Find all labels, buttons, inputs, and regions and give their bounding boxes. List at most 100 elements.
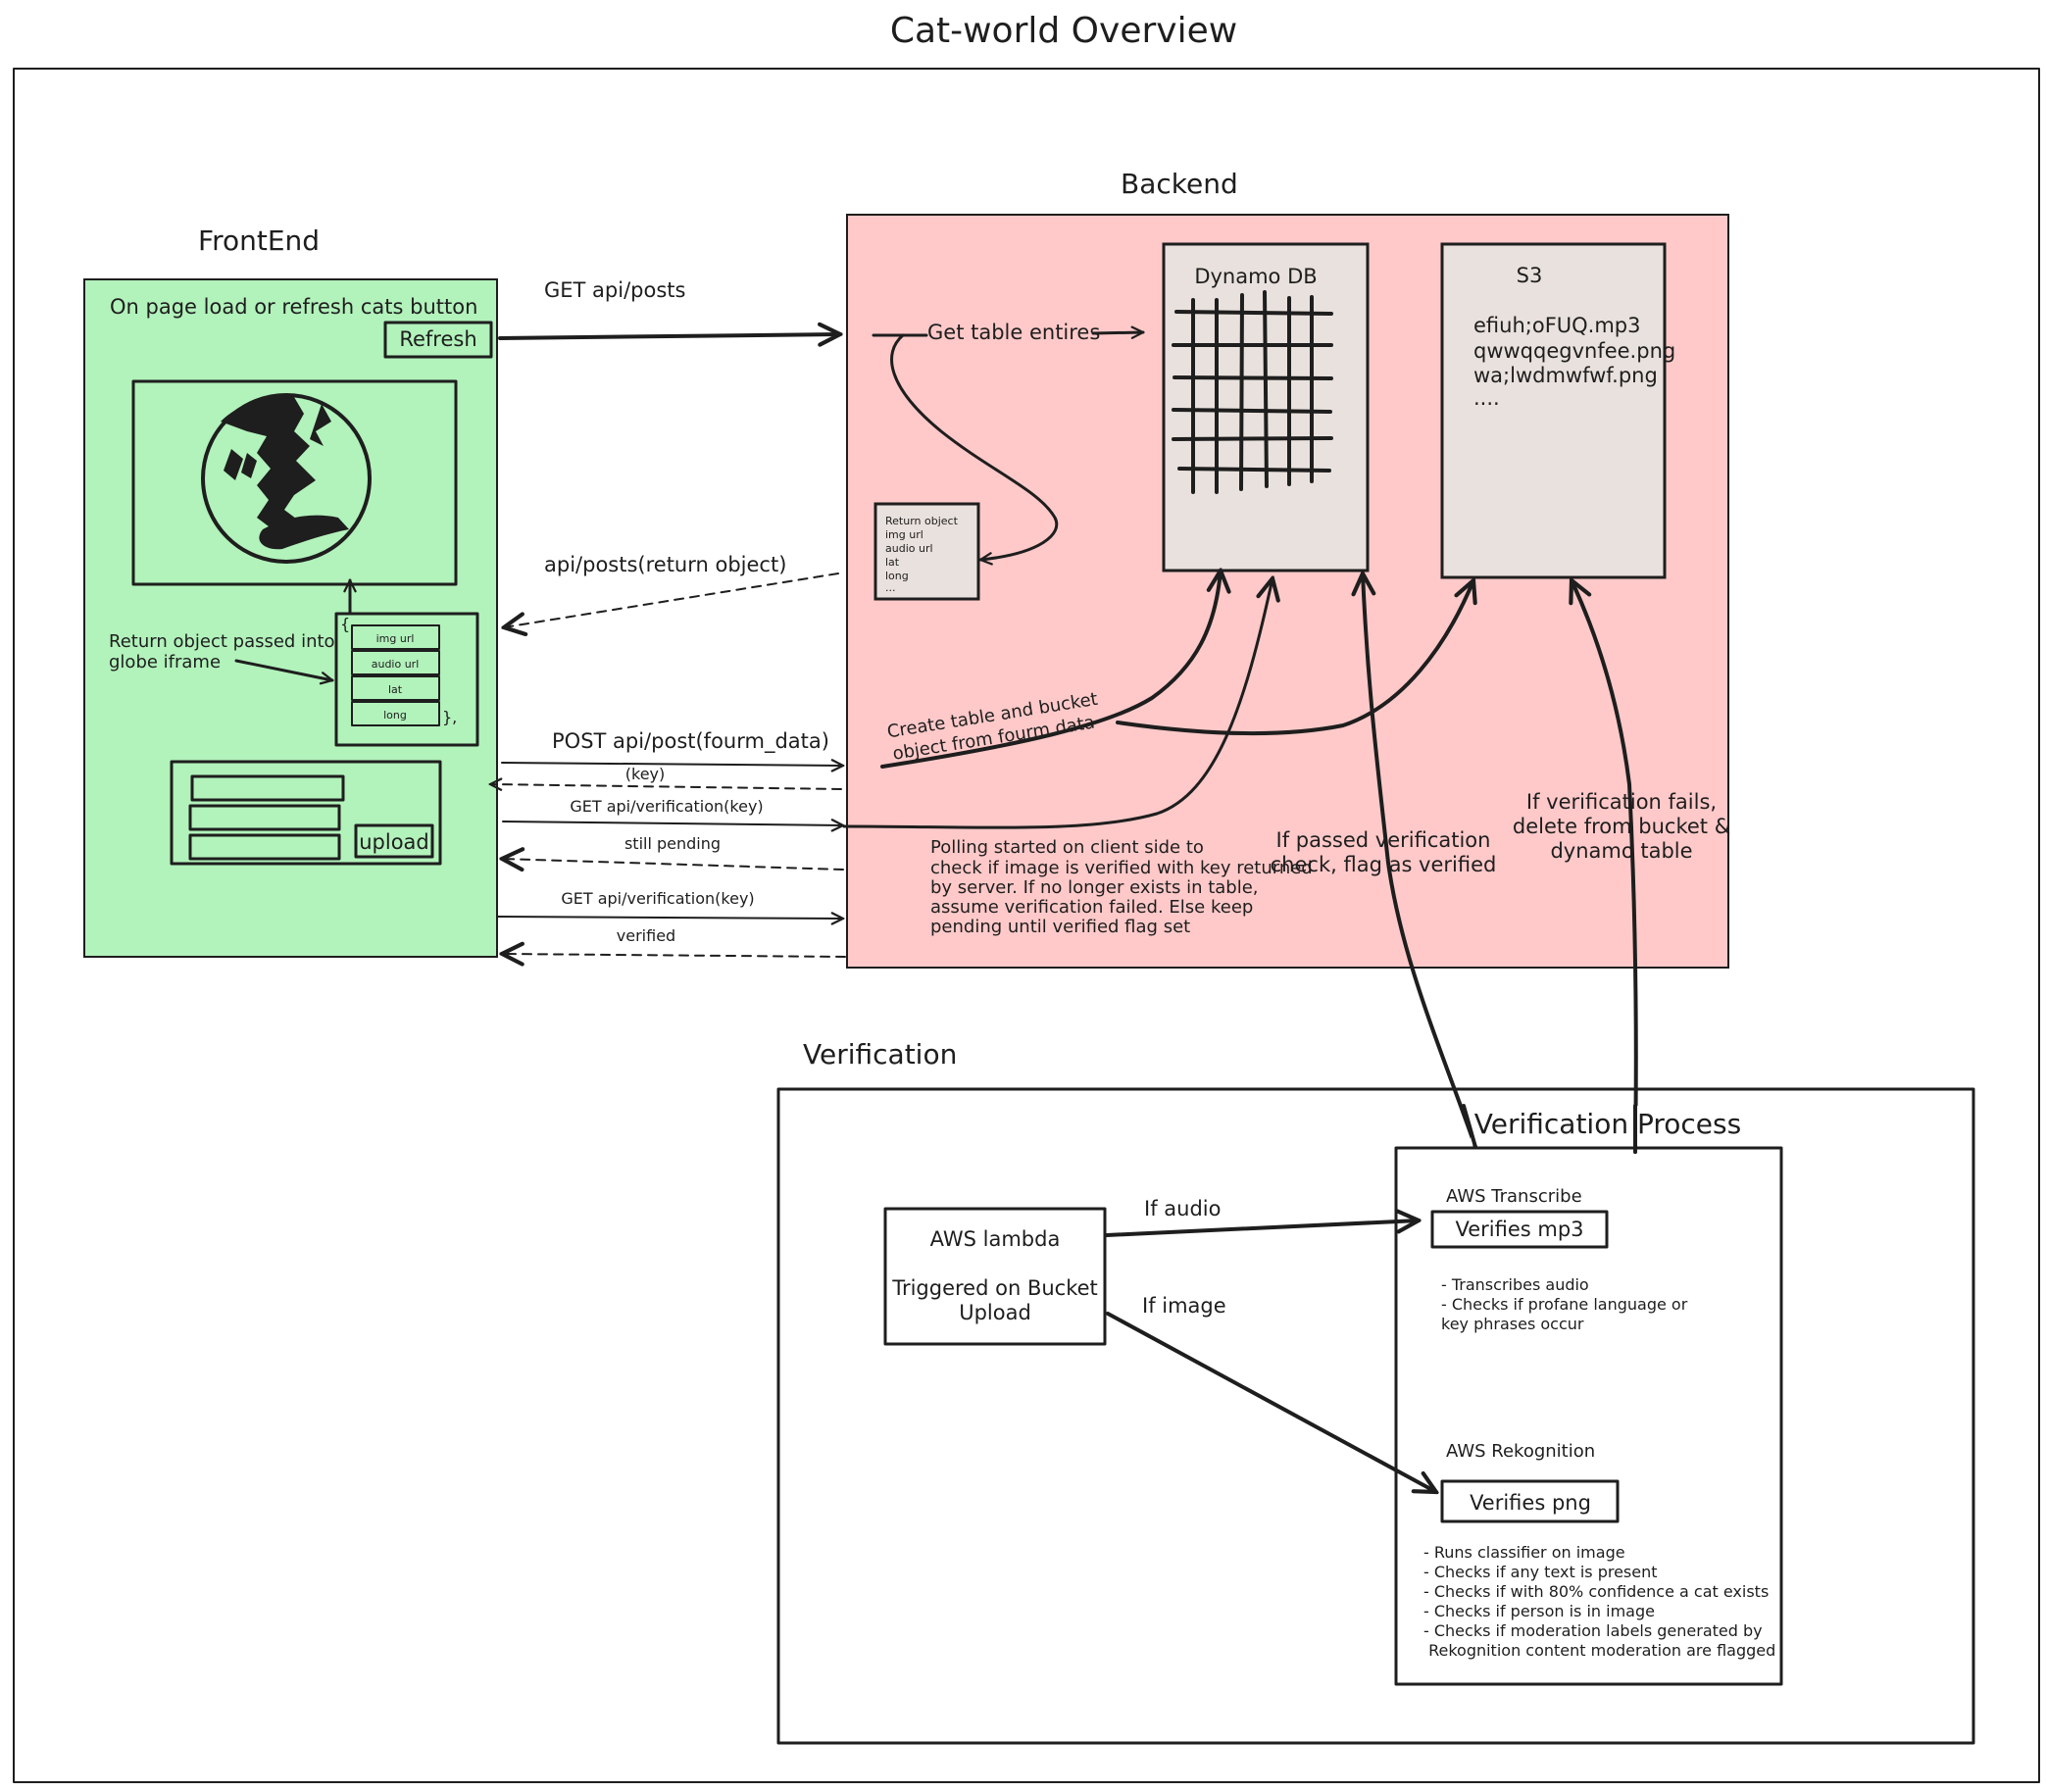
return-object-line-1: Return object: [885, 515, 959, 527]
field-lat: [351, 675, 440, 701]
rekognition-note-4: - Checks if person is in image: [1423, 1602, 1655, 1620]
failed-verification-arrow: [1572, 580, 1638, 1154]
return-note-line-2: globe iframe: [109, 652, 221, 672]
process-heading-bg: [1471, 1106, 1745, 1145]
globe-iframe: [131, 379, 458, 586]
dynamo-db-label: Dynamo DB: [1194, 265, 1317, 288]
lambda-line-4: Upload: [959, 1301, 1031, 1324]
fail-note-line-2: delete from bucket &: [1513, 815, 1730, 838]
fail-note-line-3: dynamo table: [1550, 839, 1692, 863]
polling-note-line-3: by server. If no longer exists in table,: [930, 877, 1259, 898]
return-object-line-5: long: [885, 570, 909, 582]
aws-rekognition-label: AWS Rekognition: [1446, 1441, 1595, 1462]
verified-label: verified: [617, 926, 675, 945]
refresh-button[interactable]: [383, 321, 493, 359]
fail-note-line-1: If verification fails,: [1526, 790, 1717, 814]
transcribe-note-2: - Checks if profane language or: [1441, 1295, 1688, 1314]
return-object-line-2: img url: [885, 528, 923, 541]
key-return-arrow: [490, 784, 842, 789]
polling-to-dynamo-arrow: [842, 578, 1273, 829]
field-lat-label: lat: [388, 683, 403, 696]
get-verification-1-label: GET api/verification(key): [570, 797, 763, 816]
field-img-url: [351, 624, 440, 650]
object-open-brace: {: [340, 615, 350, 633]
rekognition-note-2: - Checks if any text is present: [1423, 1563, 1658, 1581]
backend-heading: Backend: [1121, 168, 1238, 200]
verification-process-box: [1394, 1146, 1783, 1686]
upload-button-label: upload: [359, 830, 429, 854]
field-audio-url: [351, 650, 440, 675]
frontend-heading: FrontEnd: [198, 224, 320, 257]
form-input-2[interactable]: [188, 804, 341, 831]
return-object-line-3: audio url: [885, 542, 933, 555]
rekognition-note-5: - Checks if moderation labels generated …: [1423, 1621, 1763, 1640]
verified-return-arrow: [502, 954, 846, 957]
polling-note-line-2: check if image is verified with key retu…: [930, 858, 1313, 878]
posts-return-arrow: [504, 572, 839, 627]
diagram-title: Cat-world Overview: [890, 11, 1237, 51]
field-img-url-label: img url: [376, 632, 415, 645]
post-form-label: POST api/post(fourm_data): [552, 729, 829, 754]
aws-transcribe-label: AWS Transcribe: [1446, 1186, 1582, 1207]
get-verification-2-arrow: [496, 917, 843, 919]
key-label: (key): [625, 765, 666, 783]
return-note-line-1: Return object passed into: [109, 631, 335, 652]
verification-panel: [776, 1087, 1975, 1745]
verifies-png-box: [1440, 1479, 1620, 1523]
verifies-mp3-label: Verifies mp3: [1455, 1218, 1583, 1241]
process-heading-arrow-1: [1462, 1104, 1477, 1149]
object-close-brace: },: [442, 708, 457, 726]
globe-icon: [201, 393, 372, 564]
lambda-line-1: AWS lambda: [930, 1227, 1061, 1251]
s3-file-2: qwwqqegvnfee.png: [1473, 339, 1675, 363]
table-to-object-arrow: [890, 333, 1059, 560]
s3-box: [1440, 242, 1667, 579]
verification-heading: Verification: [803, 1038, 957, 1070]
return-object-line-6: ...: [885, 581, 896, 594]
field-long-label: long: [383, 709, 407, 722]
posts-return-label: api/posts(return object): [544, 553, 786, 576]
refresh-button-label: Refresh: [399, 327, 476, 351]
field-audio-url-label: audio url: [372, 658, 420, 671]
passed-note-line-2: check, flag as verified: [1271, 853, 1497, 876]
upload-form: [170, 760, 442, 866]
post-form-arrow: [501, 763, 843, 766]
passed-verification-arrow: [1363, 573, 1477, 1149]
polling-note-line-5: pending until verified flag set: [930, 917, 1190, 937]
transcribe-note-3: key phrases occur: [1441, 1315, 1584, 1333]
s3-file-3: wa;lwdmwfwf.png: [1473, 364, 1658, 387]
s3-file-4: ....: [1473, 386, 1500, 410]
return-object-box: [873, 502, 980, 601]
field-long: [351, 701, 440, 726]
get-posts-label: GET api/posts: [544, 278, 685, 302]
get-table-arrow: [1091, 332, 1143, 333]
polling-note-line-1: Polling started on client side to: [930, 837, 1204, 858]
s3-label: S3: [1517, 264, 1543, 287]
create-to-s3-arrow: [1116, 580, 1473, 735]
verification-process-heading: Verification Process: [1474, 1108, 1741, 1140]
still-pending-arrow: [502, 859, 844, 870]
verifies-png-label: Verifies png: [1470, 1491, 1591, 1515]
polling-note-line-4: assume verification failed. Else keep: [930, 897, 1253, 918]
return-object-panel: [334, 612, 479, 747]
return-note-arrow: [234, 659, 332, 680]
s3-file-1: efiuh;oFUQ.mp3: [1473, 314, 1641, 337]
rekognition-note-3: - Checks if with 80% confidence a cat ex…: [1423, 1582, 1769, 1601]
if-image-arrow: [1106, 1312, 1436, 1492]
form-input-3[interactable]: [188, 833, 341, 861]
rekognition-note-6: Rekognition content moderation are flagg…: [1423, 1641, 1775, 1660]
upload-button[interactable]: [354, 823, 434, 859]
form-input-1[interactable]: [190, 774, 345, 802]
frontend-panel: [83, 278, 498, 958]
if-image-label: If image: [1142, 1294, 1226, 1318]
if-audio-arrow: [1105, 1220, 1419, 1237]
database-table-icon: [1172, 290, 1333, 494]
transcribe-note-1: - Transcribes audio: [1441, 1275, 1589, 1294]
return-object-line-4: lat: [885, 556, 900, 569]
verifies-mp3-box: [1430, 1210, 1609, 1249]
create-to-dynamo-arrow: [880, 571, 1221, 769]
if-audio-label: If audio: [1144, 1197, 1221, 1220]
still-pending-label: still pending: [624, 834, 721, 853]
rekognition-note-1: - Runs classifier on image: [1423, 1543, 1625, 1562]
